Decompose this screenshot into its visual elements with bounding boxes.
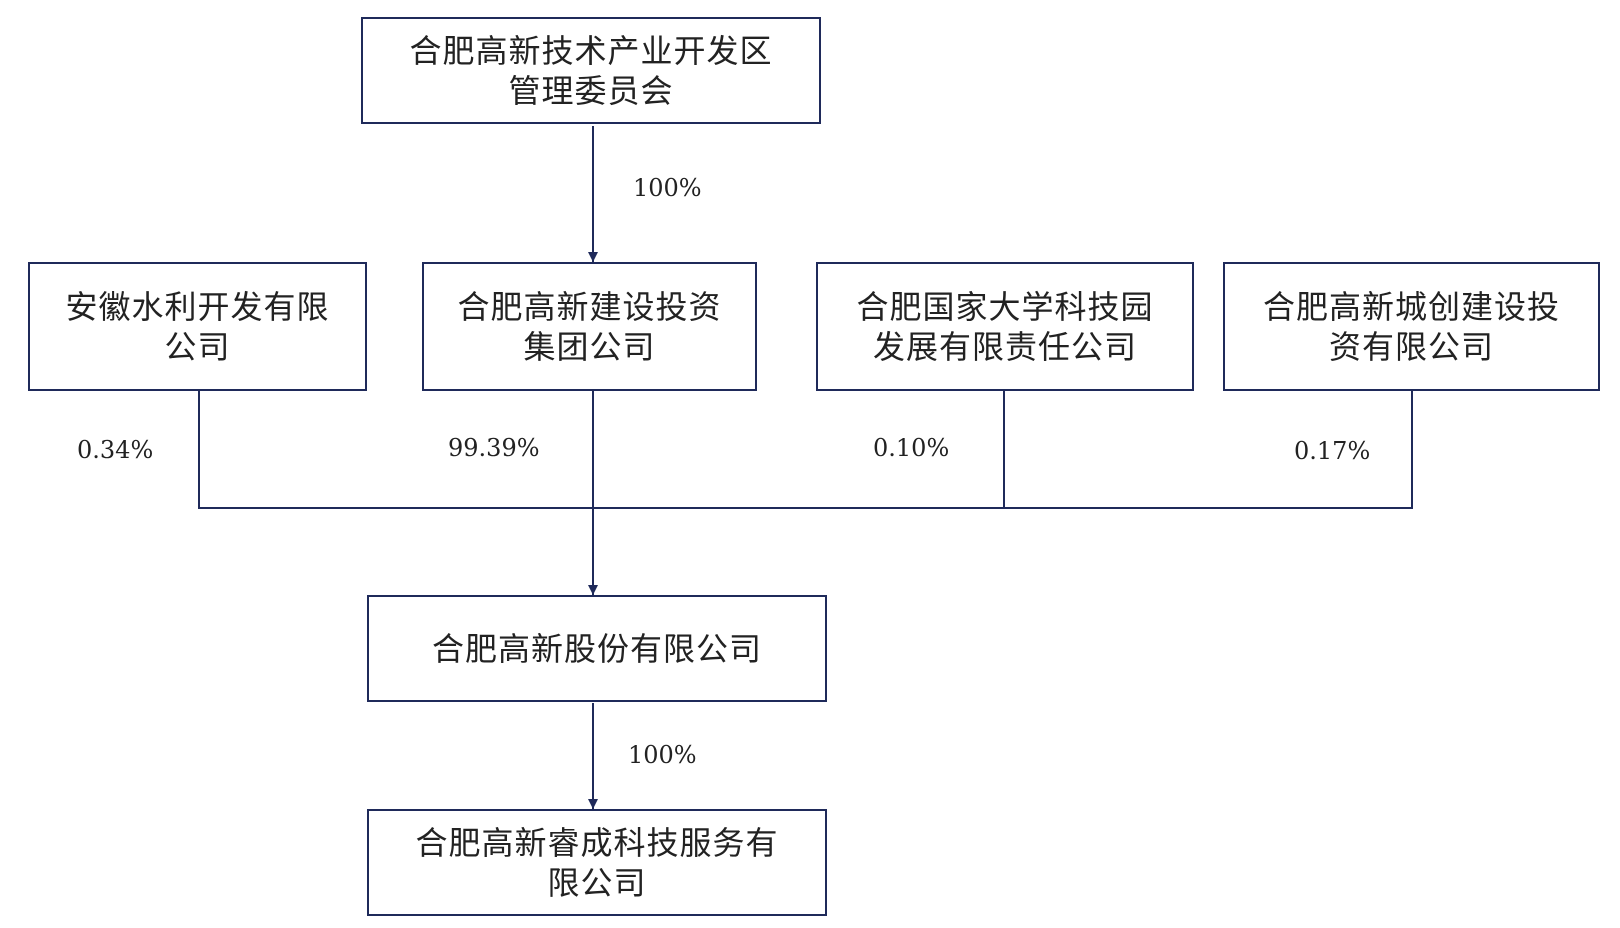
entity-construction-group-line1: 合肥高新建设投资 (457, 287, 722, 326)
stake-label-committee-to-group: 100% (633, 174, 702, 202)
entity-construction-group: 合肥高新建设投资 集团公司 (422, 262, 757, 391)
entity-city-construction-line2: 资有限公司 (1328, 327, 1494, 366)
entity-city-construction: 合肥高新城创建设投 资有限公司 (1223, 262, 1600, 391)
stake-label-city-construction: 0.17% (1294, 437, 1371, 465)
entity-committee: 合肥高新技术产业开发区 管理委员会 (361, 17, 821, 124)
entity-univ-science-park-line1: 合肥国家大学科技园 (856, 287, 1154, 326)
entity-anhui-water: 安徽水利开发有限 公司 (28, 262, 367, 391)
entity-ruicheng-line1: 合肥高新睿成科技服务有 (415, 823, 779, 862)
stake-label-anhui-water: 0.34% (77, 436, 154, 464)
stake-label-univ-science-park: 0.10% (873, 434, 950, 462)
entity-city-construction-line1: 合肥高新城创建设投 (1262, 287, 1560, 326)
entity-anhui-water-line1: 安徽水利开发有限 (65, 287, 330, 326)
stake-label-construction-group: 99.39% (448, 434, 540, 462)
stake-label-shares-to-ruicheng: 100% (628, 741, 697, 769)
entity-ruicheng-line2: 限公司 (547, 863, 647, 902)
entity-ruicheng: 合肥高新睿成科技服务有 限公司 (367, 809, 827, 916)
entity-committee-line1: 合肥高新技术产业开发区 (409, 31, 773, 70)
entity-construction-group-line2: 集团公司 (523, 327, 656, 366)
entity-hefei-gaoxin-shares: 合肥高新股份有限公司 (367, 595, 827, 702)
entity-committee-line2: 管理委员会 (508, 71, 674, 110)
entity-anhui-water-line2: 公司 (164, 327, 231, 366)
entity-univ-science-park-line2: 发展有限责任公司 (872, 327, 1137, 366)
entity-hefei-gaoxin-shares-line1: 合肥高新股份有限公司 (431, 629, 762, 668)
entity-univ-science-park: 合肥国家大学科技园 发展有限责任公司 (816, 262, 1194, 391)
